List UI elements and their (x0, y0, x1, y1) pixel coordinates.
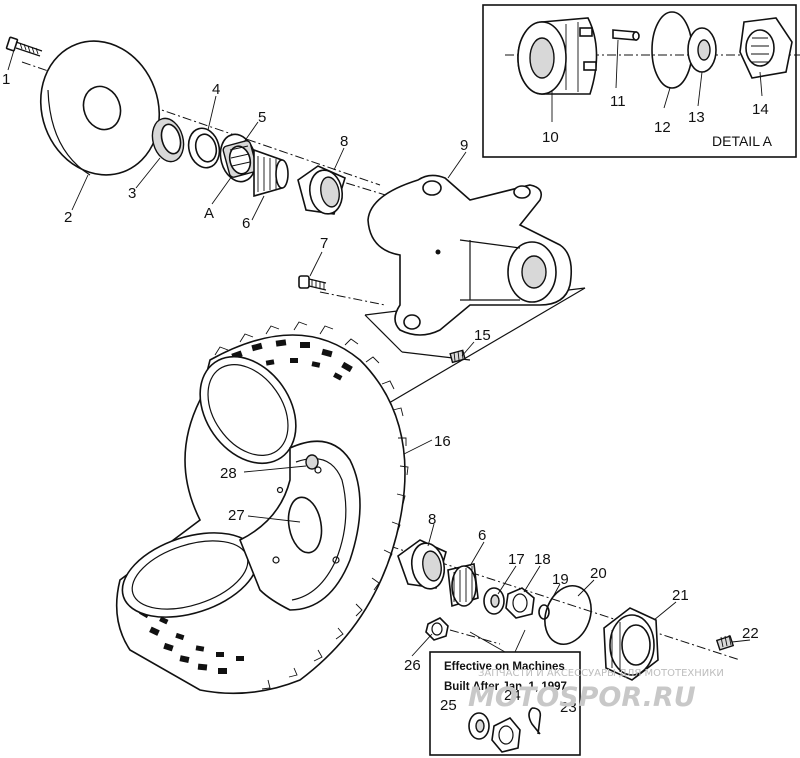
callout-21: 21 (672, 587, 689, 604)
part-3-seal (151, 117, 185, 163)
callout-6: 6 (242, 215, 250, 232)
part-16-tire (115, 321, 409, 695)
part-4-ring (187, 127, 221, 169)
note-line-1: Effective on Machines (444, 661, 565, 673)
part-6-bearing-cone-lower (447, 563, 479, 608)
callout-14: 14 (752, 101, 769, 118)
callout-23: 23 (560, 699, 577, 716)
part-17-washer (483, 587, 505, 615)
part-9-steering-knuckle (367, 174, 573, 336)
detail-a-box (482, 4, 797, 158)
callout-4: 4 (212, 81, 220, 98)
callout-12: 12 (654, 119, 671, 136)
callout-17: 17 (508, 551, 525, 568)
callout-16: 16 (434, 433, 451, 450)
callout-labels: 1 2 3 4 5 A 6 8 9 7 15 16 28 27 8 6 17 1… (2, 71, 769, 716)
callout-22: 22 (742, 625, 759, 642)
part-21-hub-cap (603, 607, 659, 681)
part-14-nut (739, 17, 793, 79)
callout-28: 28 (220, 465, 237, 482)
callout-2: 2 (64, 209, 72, 226)
part-7-bolt (298, 275, 327, 291)
callout-19: 19 (552, 571, 569, 588)
callout-20: 20 (590, 565, 607, 582)
part-23-cotter-pin (528, 707, 542, 735)
part-12-o-ring (651, 11, 693, 89)
part-22-bolt (715, 634, 735, 651)
part-1-bolt (5, 36, 43, 57)
callout-8-lower: 8 (428, 511, 436, 528)
part-20-o-ring (544, 585, 592, 645)
part-28-valve-stem (305, 454, 319, 470)
callout-1: 1 (2, 71, 10, 88)
callout-25: 25 (440, 697, 457, 714)
leader-lines (7, 49, 751, 657)
part-11-pin (612, 29, 640, 41)
callout-3: 3 (128, 185, 136, 202)
part-2-brake-disc (39, 40, 161, 176)
callout-27: 27 (228, 507, 245, 524)
callout-a: A (204, 205, 214, 222)
part-15-set-screw (449, 349, 466, 364)
part-8-bearing-cup (297, 165, 346, 215)
part-18-nut (505, 587, 535, 619)
callout-9: 9 (460, 137, 468, 154)
callout-18: 18 (534, 551, 551, 568)
effective-note-box (429, 629, 581, 756)
watermark-logo: MOTOSPOR.RU (468, 682, 696, 713)
part-25-washer (468, 712, 490, 740)
part-24-castle-nut (491, 717, 521, 753)
note-line-2: Built After Jan. 1, 1997 (444, 681, 567, 693)
callout-26: 26 (404, 657, 421, 674)
detail-a-title: DETAIL A (712, 133, 773, 149)
callout-6-lower: 6 (478, 527, 486, 544)
callout-11: 11 (610, 93, 626, 110)
callout-24: 24 (504, 687, 521, 704)
part-27-wheel-rim (238, 440, 361, 611)
callout-8: 8 (340, 133, 348, 150)
callout-15: 15 (474, 327, 491, 344)
callout-13: 13 (688, 109, 705, 126)
callout-10: 10 (542, 129, 559, 146)
callout-7: 7 (320, 235, 328, 252)
part-13-washer (687, 27, 717, 73)
callout-5: 5 (258, 109, 266, 126)
part-5-spindle-assembly (219, 133, 258, 183)
part-10-hub (517, 17, 598, 95)
part-8-bearing-cup-lower (397, 539, 447, 590)
part-6-bearing-cone (253, 148, 289, 198)
watermark-tagline: ЗАПЧАСТИ И АКСЕССУАРЫ ДЛЯ МОТОТЕХНИКИ (478, 668, 724, 679)
